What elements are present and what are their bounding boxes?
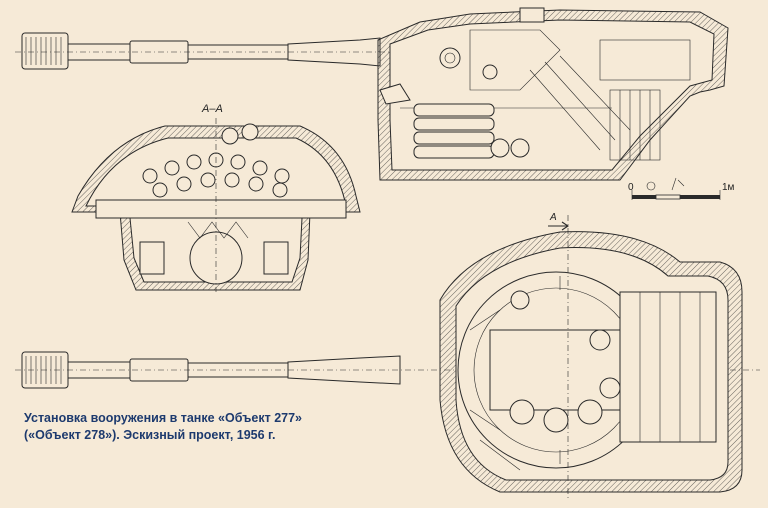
plan-turret: А (439, 212, 743, 500)
cross-section-a-a: А–А (71, 103, 361, 292)
scale-bar: 0 1м (628, 177, 735, 200)
section-title: А–А (201, 103, 223, 115)
side-turret (377, 7, 729, 181)
caption-line-2: («Объект 278»). Эскизный проект, 1956 г. (24, 428, 276, 442)
plan-view: А (15, 212, 760, 500)
side-view: 0 1м (15, 7, 735, 200)
scale-unit-label: 1м (722, 182, 735, 193)
scale-zero-label: 0 (628, 182, 634, 193)
caption-line-1: Установка вооружения в танке «Объект 277… (24, 411, 302, 425)
figure-caption: Установка вооружения в танке «Объект 277… (24, 410, 324, 444)
section-marker: А (549, 212, 557, 223)
side-gun-barrel (15, 32, 420, 70)
plan-gun-barrel (15, 351, 760, 389)
